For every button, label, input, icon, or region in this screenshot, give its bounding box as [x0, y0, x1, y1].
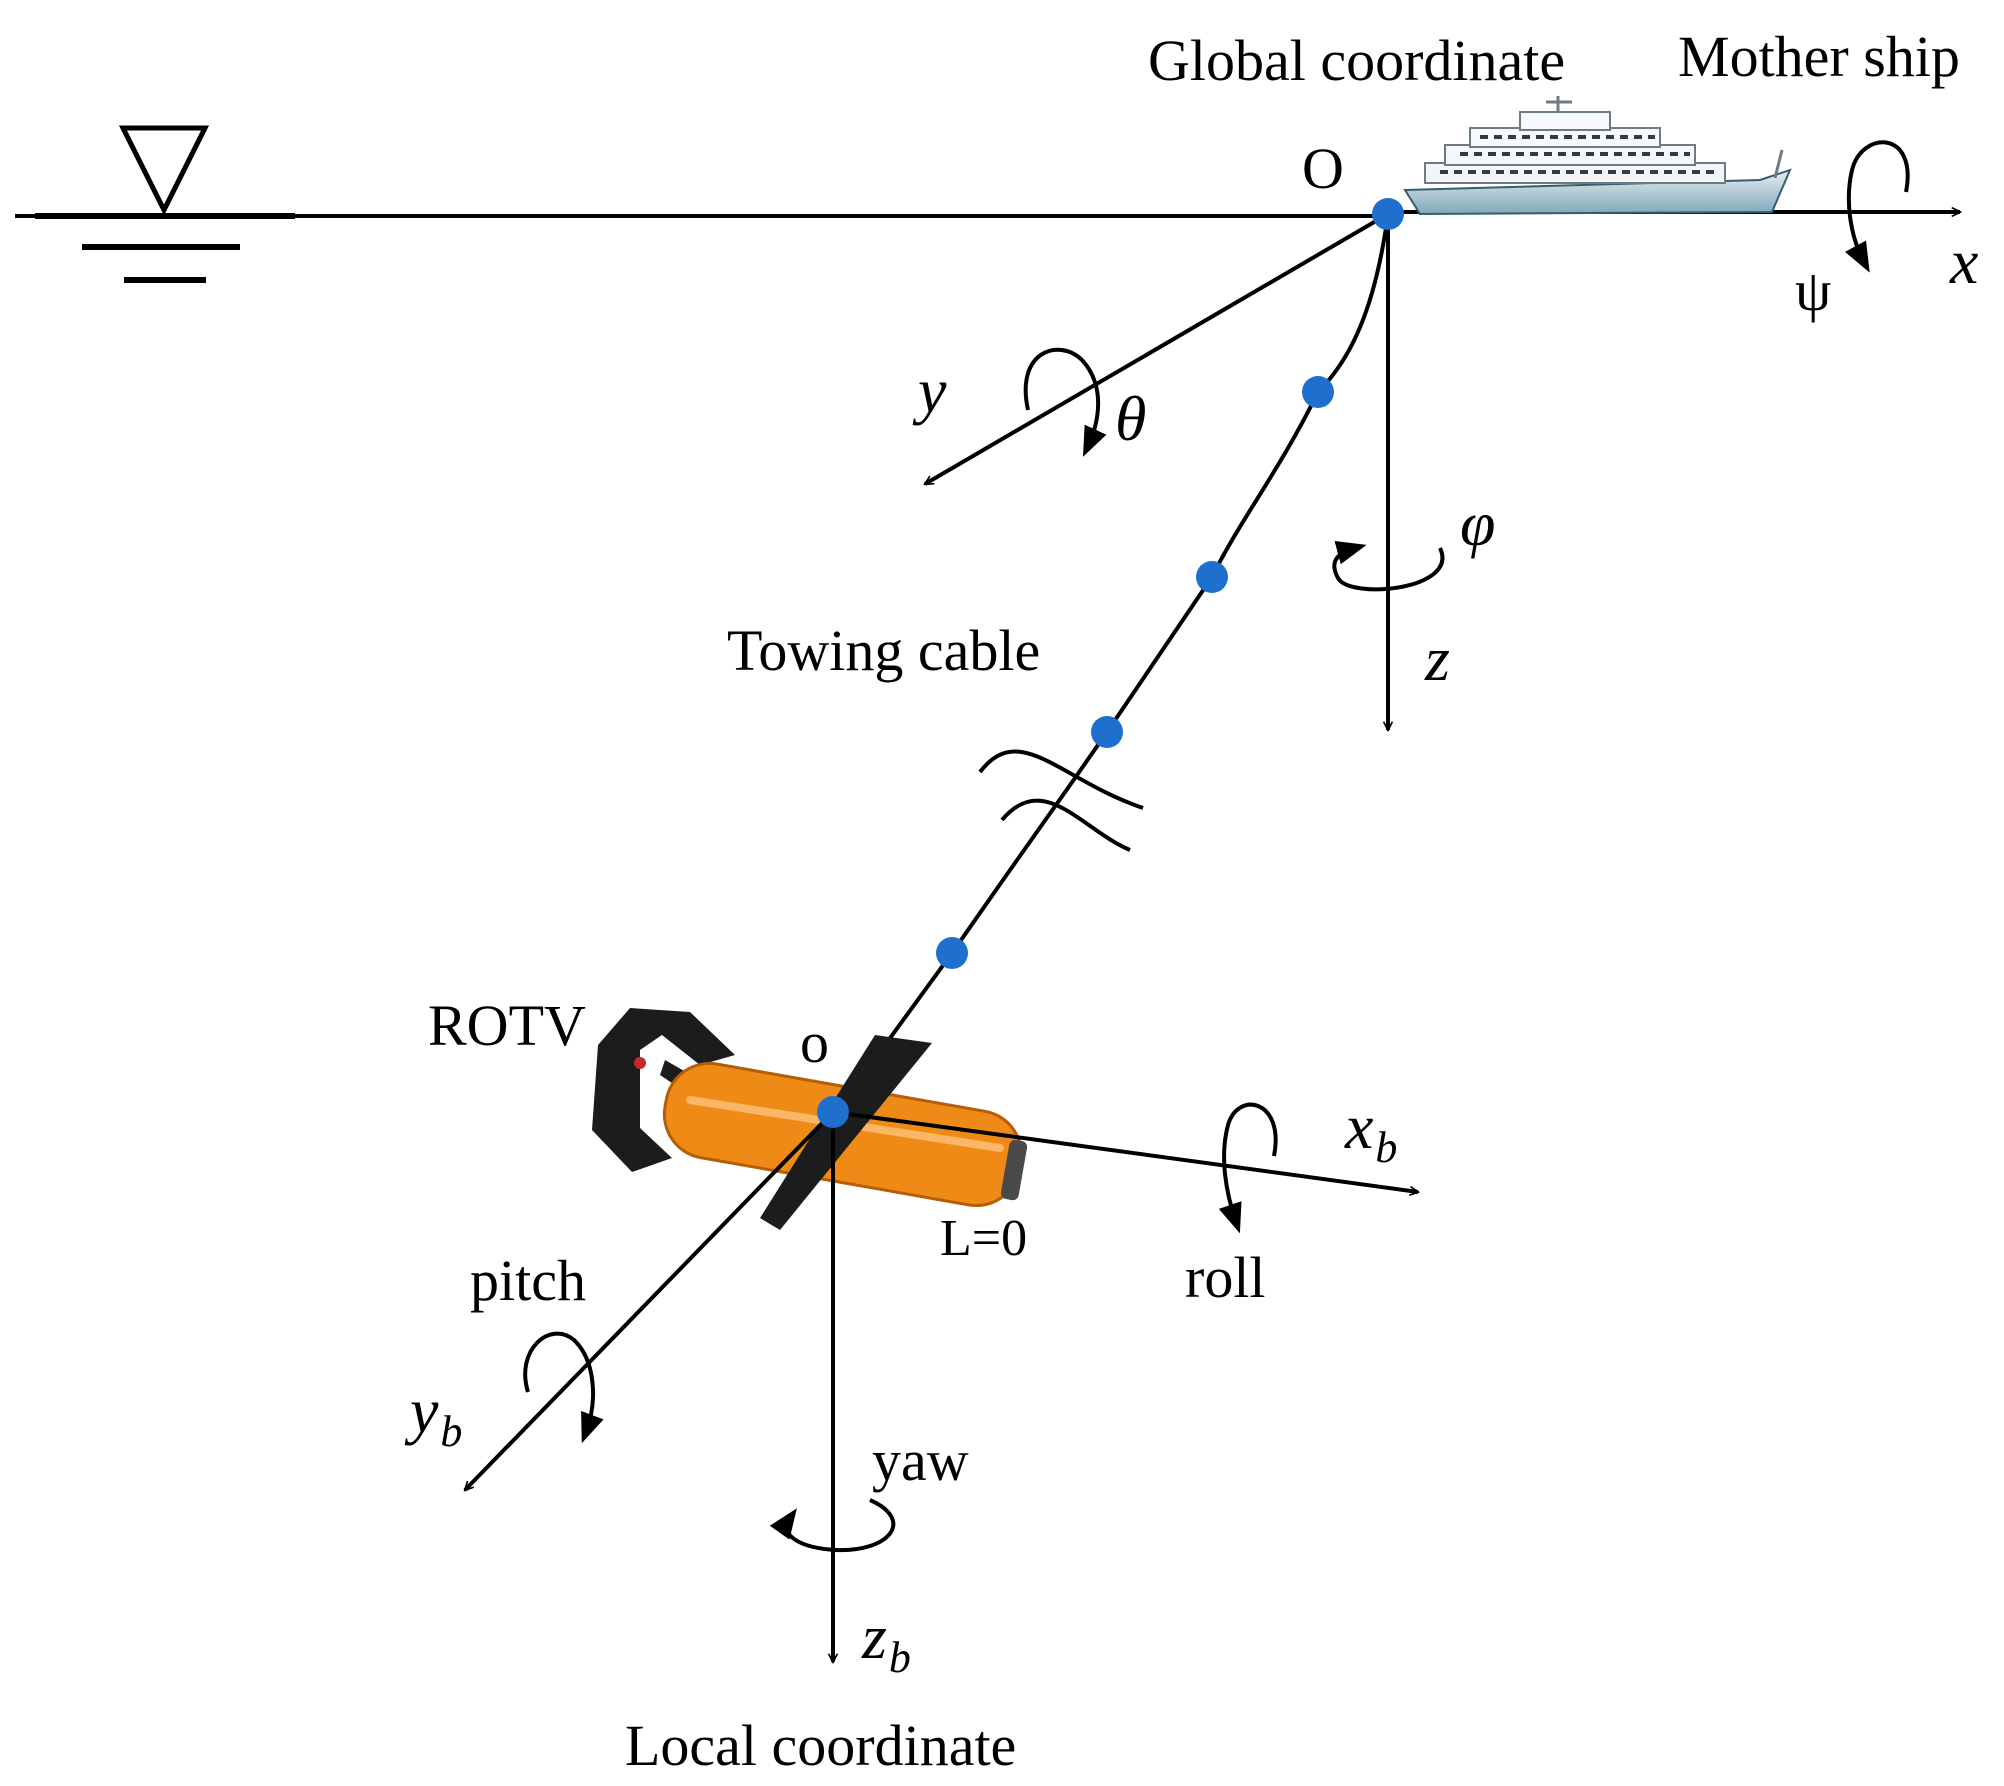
phi-angle-label: φ: [1460, 488, 1495, 559]
cable-node: [1196, 561, 1228, 593]
mother-ship-label: Mother ship: [1678, 24, 1960, 89]
roll-label: roll: [1185, 1245, 1266, 1310]
yaw-label: yaw: [872, 1428, 969, 1493]
mother-ship-icon: [1403, 96, 1792, 216]
roll-rotation-arrow: [1218, 1102, 1278, 1234]
psi-rotation-arrow: [1844, 140, 1910, 273]
x-axis-label: x: [1949, 226, 1978, 297]
local-xb-axis: [832, 1110, 1418, 1192]
rotv-label: ROTV: [428, 993, 586, 1058]
theta-rotation-arrow: [1023, 347, 1107, 457]
cable-node: [1302, 376, 1334, 408]
pitch-rotation-arrow: [523, 1331, 604, 1444]
global-origin-label: O: [1302, 136, 1344, 201]
global-y-axis: [925, 212, 1390, 486]
cable-node: [1372, 198, 1404, 230]
yb-axis-label: yb: [404, 1375, 462, 1456]
cable-node: [1091, 716, 1123, 748]
xb-axis-label: xb: [1344, 1091, 1397, 1172]
theta-angle-label: θ: [1115, 383, 1146, 454]
y-axis-label: y: [912, 355, 947, 426]
zb-axis-label: zb: [861, 1601, 911, 1682]
cable-nodes: [817, 198, 1404, 1128]
l-zero-label: L=0: [940, 1210, 1027, 1267]
yaw-rotation-arrow: [769, 1498, 896, 1553]
towing-cable-label: Towing cable: [727, 618, 1040, 683]
phi-rotation-arrow: [1332, 541, 1445, 592]
psi-angle-label: ψ: [1795, 258, 1831, 323]
cable-node: [817, 1096, 849, 1128]
local-coordinate-label: Local coordinate: [625, 1713, 1016, 1778]
z-axis-label: z: [1424, 623, 1450, 694]
cable-break-symbol: [978, 749, 1144, 852]
local-yb-axis: [465, 1110, 835, 1490]
pitch-label: pitch: [470, 1248, 586, 1313]
water-surface-symbol: [35, 125, 295, 283]
cable-node: [936, 937, 968, 969]
local-origin-label: o: [800, 1010, 829, 1075]
global-coordinate-label: Global coordinate: [1148, 28, 1565, 93]
